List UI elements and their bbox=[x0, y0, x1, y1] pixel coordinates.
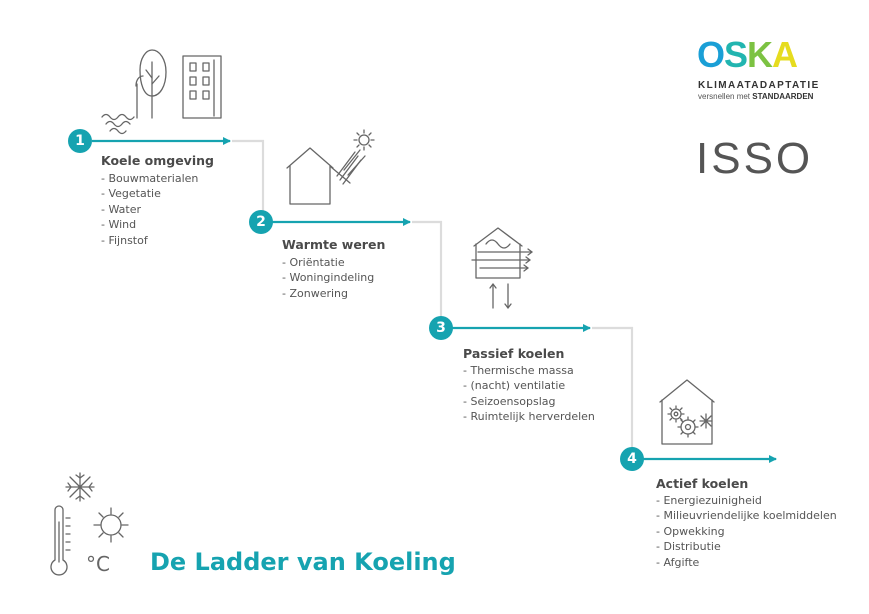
ladder-arrows bbox=[92, 137, 777, 463]
step-3-item: Seizoensopslag bbox=[463, 394, 595, 409]
thermometer-icon bbox=[50, 505, 71, 576]
step-1-item: Fijnstof bbox=[101, 233, 198, 248]
step-1-title: Koele omgeving bbox=[101, 153, 214, 168]
oska-subtagline-prefix: versnellen met bbox=[698, 92, 751, 101]
step-4-item: Distributie bbox=[656, 539, 837, 554]
house-gears-snowflake-icon bbox=[659, 379, 715, 445]
step-1-item: Water bbox=[101, 202, 198, 217]
oska-logo: OSKA bbox=[697, 34, 798, 76]
step-3-items: Thermische massa (nacht) ventilatie Seiz… bbox=[463, 363, 595, 425]
step-4-item: Energiezuinigheid bbox=[656, 493, 837, 508]
oska-letter: S bbox=[724, 34, 748, 75]
oska-subtagline: versnellen met STANDAARDEN bbox=[698, 92, 813, 101]
celsius-label: °C bbox=[86, 552, 110, 576]
step-4-number: 4 bbox=[627, 451, 637, 467]
badge-circle-2 bbox=[249, 210, 273, 234]
sun-icon bbox=[93, 507, 129, 543]
badge-circle-3 bbox=[429, 316, 453, 340]
step-4-item: Afgifte bbox=[656, 555, 837, 570]
oska-letter: K bbox=[747, 34, 773, 75]
house-sun-shield-icon bbox=[286, 129, 375, 205]
step-2-items: Oriëntatie Woningindeling Zonwering bbox=[282, 255, 374, 301]
step-1-item: Wind bbox=[101, 217, 198, 232]
step-2-item: Zonwering bbox=[282, 286, 374, 301]
climate-icons bbox=[50, 472, 129, 576]
oska-letter: A bbox=[772, 34, 798, 75]
house-ventilation-icon bbox=[471, 227, 533, 309]
oska-letter: O bbox=[697, 34, 725, 75]
connector-1-2 bbox=[232, 139, 265, 222]
isso-logo: ISSO bbox=[696, 134, 814, 183]
step-2-number: 2 bbox=[256, 214, 266, 230]
step-1-item: Bouwmaterialen bbox=[101, 171, 198, 186]
step-2-item: Oriëntatie bbox=[282, 255, 374, 270]
step-3-title: Passief koelen bbox=[463, 346, 565, 361]
step-2-title: Warmte weren bbox=[282, 237, 386, 252]
step-3-item: Ruimtelijk herverdelen bbox=[463, 409, 594, 424]
step-4-item: Opwekking bbox=[656, 524, 837, 539]
step-3-item: Thermische massa bbox=[463, 363, 595, 378]
step-4-items: Energiezuinigheid Milieuvriendelijke koe… bbox=[656, 493, 837, 570]
connector-2-3 bbox=[412, 220, 443, 328]
step-1-number: 1 bbox=[75, 133, 85, 149]
step-2-item: Woningindeling bbox=[282, 270, 374, 285]
oska-subtagline-emphasis: STANDAARDEN bbox=[752, 92, 814, 101]
step-1-items: Bouwmaterialen Vegetatie Water Wind Fijn… bbox=[101, 171, 198, 248]
ladder-connectors bbox=[232, 139, 634, 459]
step-3-number: 3 bbox=[436, 320, 446, 336]
step-1-item: Vegetatie bbox=[101, 186, 198, 201]
step-4-item: Milieuvriendelijke koelmiddelen bbox=[656, 508, 836, 523]
badge-circle-1 bbox=[68, 129, 92, 153]
step-3-item: (nacht) ventilatie bbox=[463, 378, 595, 393]
trees-building-water-icon bbox=[101, 49, 222, 135]
oska-tagline: KLIMAATADAPTATIE bbox=[698, 80, 820, 91]
step-badges bbox=[68, 129, 644, 471]
step-4-title: Actief koelen bbox=[656, 476, 749, 491]
page-title: De Ladder van Koeling bbox=[150, 548, 456, 576]
snowflake-icon bbox=[65, 472, 95, 502]
badge-circle-4 bbox=[620, 447, 644, 471]
connector-3-4 bbox=[592, 326, 634, 459]
